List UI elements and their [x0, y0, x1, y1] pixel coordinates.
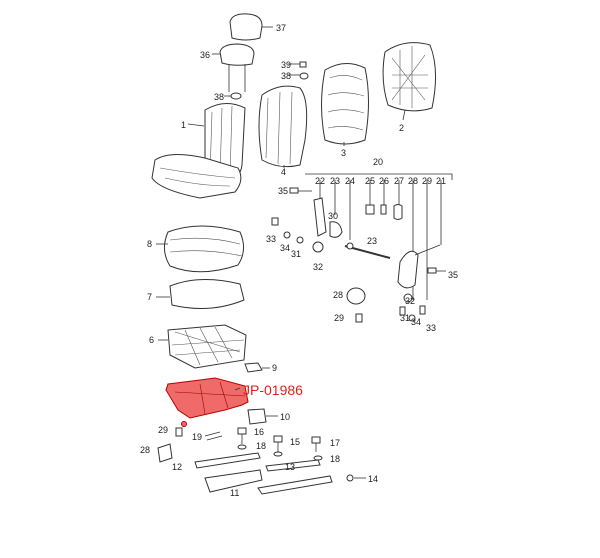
- recliner-mechanism-20: [271, 173, 453, 323]
- callout: 7: [147, 292, 152, 302]
- callout: 33: [266, 234, 276, 244]
- callout: 13: [285, 462, 295, 472]
- complete-seat-1: [151, 103, 246, 199]
- callout: 34: [280, 243, 290, 253]
- callout: 34: [411, 317, 421, 327]
- callout: 26: [379, 176, 389, 186]
- callout: 32: [313, 262, 323, 272]
- callout: 11: [230, 488, 239, 498]
- callout: 23: [330, 176, 340, 186]
- callout: 31: [291, 249, 301, 259]
- callout: 32: [405, 296, 415, 306]
- callout: 12: [172, 462, 182, 472]
- callout: 35: [278, 186, 288, 196]
- seat-frame-6: [158, 324, 247, 369]
- callout: 20: [373, 157, 383, 167]
- callout: 16: [254, 427, 264, 437]
- callout: 29: [422, 176, 432, 186]
- callout: 27: [394, 176, 404, 186]
- callout: 38: [214, 92, 224, 102]
- callout: 28: [408, 176, 418, 186]
- headrest-37: [229, 13, 273, 41]
- callout: 1: [181, 120, 186, 130]
- callout: 10: [280, 412, 290, 422]
- headrest-36: [212, 43, 255, 92]
- callout: 29: [334, 313, 344, 323]
- part-number-label: JP-01986: [243, 382, 303, 398]
- callout: 14: [368, 474, 378, 484]
- callout: 30: [328, 211, 338, 221]
- callout: 37: [276, 23, 286, 33]
- callout: 28: [140, 445, 150, 455]
- callout: 36: [200, 50, 210, 60]
- callout: 39: [281, 60, 291, 70]
- seat-cushion-8: [156, 225, 244, 273]
- callout: 15: [290, 437, 300, 447]
- seat-pad-7: [156, 278, 245, 309]
- callout: 21: [436, 176, 446, 186]
- callout: 17: [330, 438, 340, 448]
- callout: 29: [158, 425, 168, 435]
- callout: 31: [400, 313, 410, 323]
- callout: 24: [345, 176, 355, 186]
- callout: 38: [281, 71, 291, 81]
- backrest-pad-3: [321, 63, 369, 146]
- callout: 18: [330, 454, 340, 464]
- callout-labels: 37 36 39 38 38 1 4 3 2 20 22 23 24 25 26…: [140, 23, 458, 498]
- callout: 8: [147, 239, 152, 249]
- callout: 4: [281, 167, 286, 177]
- callout: 3: [341, 148, 346, 158]
- callout: 22: [315, 176, 325, 186]
- callout: 19: [192, 432, 202, 442]
- callout: 33: [426, 323, 436, 333]
- callout: 35: [448, 270, 458, 280]
- highlighted-seat-pan: [165, 377, 249, 419]
- callout: 2: [399, 123, 404, 133]
- callout: 25: [365, 176, 375, 186]
- callout: 9: [272, 363, 277, 373]
- backrest-frame-2: [382, 42, 437, 121]
- backrest-4: [258, 85, 308, 168]
- lower-fasteners: [157, 408, 366, 495]
- clip-9: [244, 362, 270, 373]
- callout: 28: [333, 290, 343, 300]
- fasteners-38-39: [224, 61, 309, 100]
- callout: 23: [367, 236, 377, 246]
- callout: 6: [149, 335, 154, 345]
- callout: 18: [256, 441, 266, 451]
